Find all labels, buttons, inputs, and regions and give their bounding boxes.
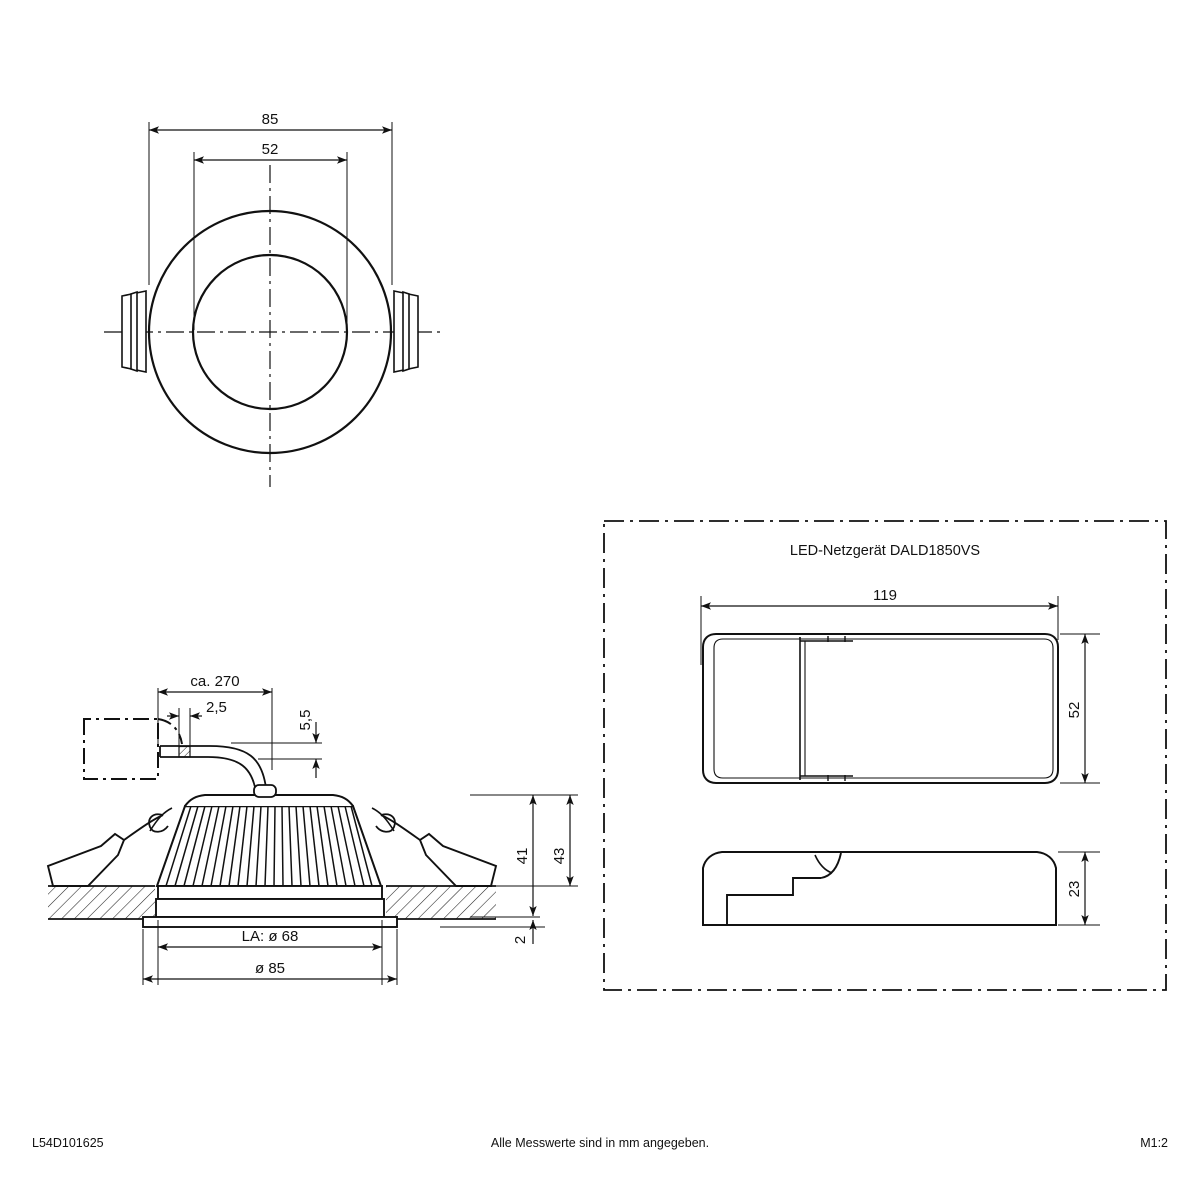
dimension-label-cable-thickness: 5,5 <box>297 710 314 731</box>
dimension-label-recess-41: 41 <box>514 848 531 865</box>
footer-units-note: Alle Messwerte sind in mm angegeben. <box>491 1136 709 1150</box>
inner-aperture-circle <box>191 253 349 411</box>
led-driver-detail: LED-Netzgerät DALD1850VS 119 <box>603 520 1167 991</box>
extension-lines-heights <box>398 794 578 928</box>
spring-hook-loops <box>148 813 396 833</box>
fixture-bezel <box>142 885 398 928</box>
dimension-label-driver-length: 119 <box>873 587 897 604</box>
driver-panel-border <box>603 520 1167 991</box>
dimension-label-outer-85: 85 <box>262 111 279 128</box>
driver-side-view <box>702 851 1057 926</box>
driver-lid-notch <box>800 636 853 781</box>
extension-lines-cable-thickness <box>231 742 322 760</box>
ceiling-slab <box>48 885 496 920</box>
cable-entry-gland <box>253 784 277 798</box>
extension-lines-driver-height <box>1058 851 1100 926</box>
dimension-label-driver-width: 52 <box>1066 702 1083 719</box>
dimension-label-bezel-2: 2 <box>512 936 529 944</box>
drawing-footer: L54D101625 Alle Messwerte sind in mm ang… <box>32 1136 1168 1150</box>
dimension-label-inner-52: 52 <box>262 141 279 158</box>
extension-lines-driver-width <box>1060 633 1100 784</box>
dimension-label-total-43: 43 <box>551 848 568 865</box>
spring-clip-right <box>393 290 419 373</box>
extension-lines-cutout <box>157 920 383 985</box>
footer-article-number: L54D101625 <box>32 1136 104 1150</box>
junction-box-outline <box>83 718 159 780</box>
outer-ring-circle <box>147 209 393 455</box>
cable-section-hatch <box>178 745 191 758</box>
heatsink-body <box>155 784 383 887</box>
dimension-label-cutout-68: LA: ø 68 <box>242 928 299 945</box>
extension-lines-cable-length <box>157 688 273 770</box>
dimension-label-cable-length: ca. 270 <box>190 673 239 690</box>
driver-title: LED-Netzgerät DALD1850VS <box>790 543 980 559</box>
top-plan-view: 85 52 <box>104 111 440 487</box>
dimension-label-driver-height: 23 <box>1066 881 1083 898</box>
driver-top-view <box>702 633 1059 784</box>
extension-lines-85 <box>148 122 393 285</box>
footer-scale: M1:2 <box>1140 1136 1168 1150</box>
dimension-label-cable-offset: 2,5 <box>206 699 227 716</box>
dimension-label-outer-85-section: ø 85 <box>255 960 285 977</box>
section-spring-clips <box>46 807 498 887</box>
cross-section-view: ca. 270 2,5 5,5 <box>46 673 578 985</box>
extension-lines-52 <box>193 152 348 330</box>
junction-box-corner <box>157 718 183 745</box>
spring-clip-left <box>121 290 147 373</box>
heatsink-fins <box>165 805 373 887</box>
